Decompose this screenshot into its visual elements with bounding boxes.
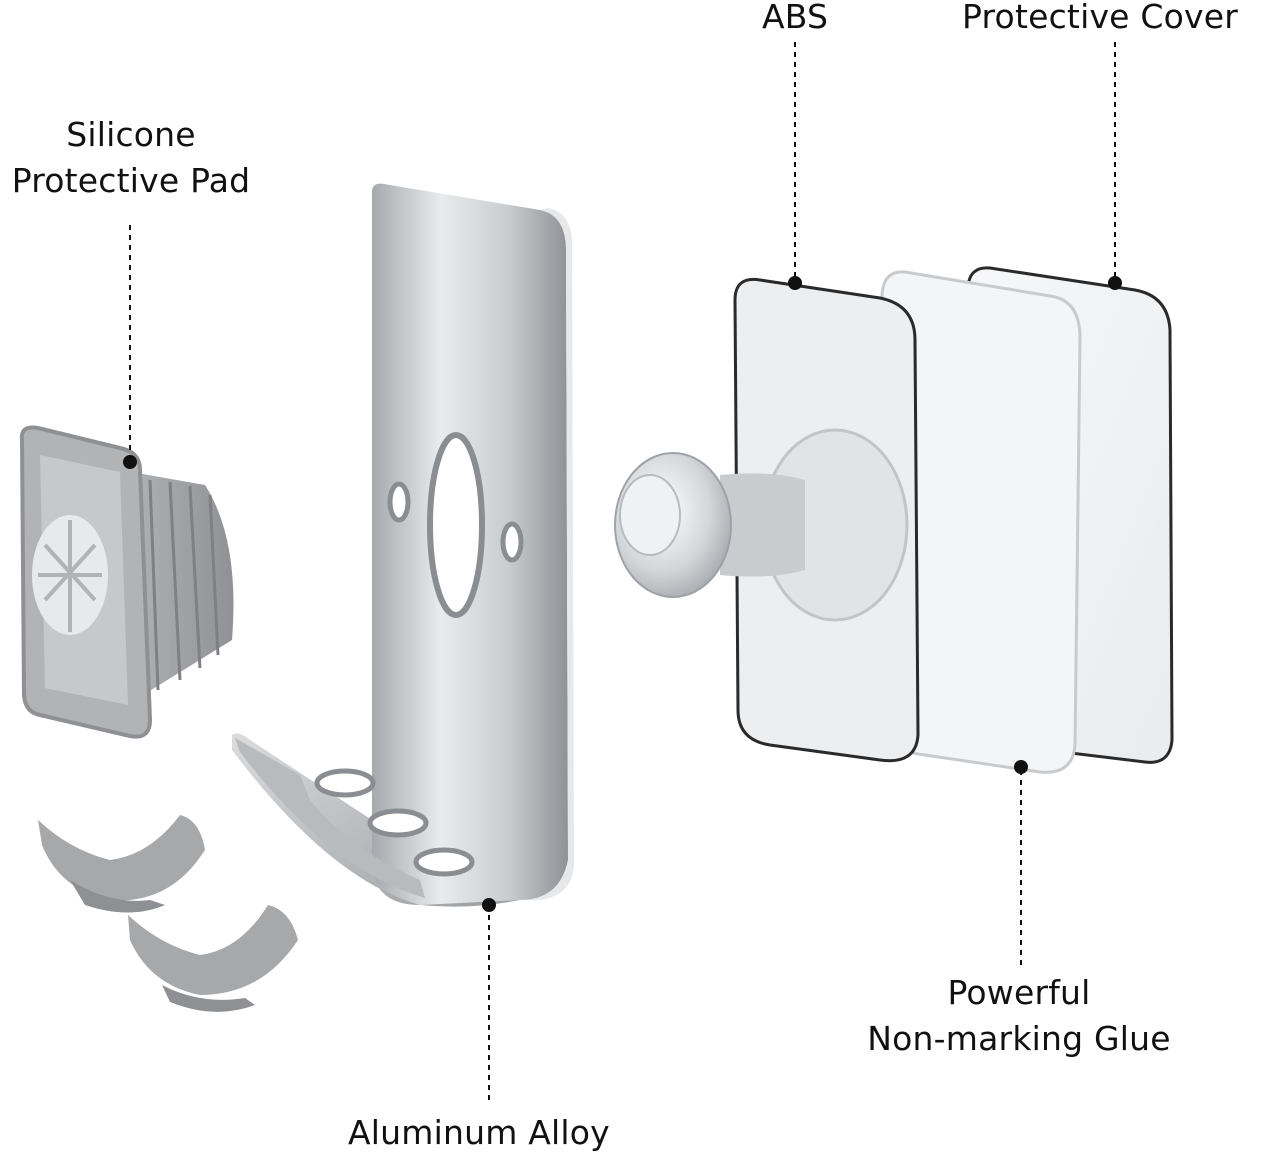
label-glue-line2: Non-marking Glue [867,1019,1171,1058]
label-silicone-line1: Silicone [66,115,196,154]
label-abs: ABS [762,0,829,36]
label-glue-line1: Powerful [947,973,1091,1012]
dot-glue [1014,760,1028,774]
silicone-pad-illustration [19,425,234,739]
label-glue: Powerful Non-marking Glue [846,970,1192,1062]
ball-mount-illustration [614,428,909,622]
dot-silicone [123,455,137,469]
label-silicone-pad: Silicone Protective Pad [0,112,262,204]
leaf-logo-icon [32,515,108,635]
aluminum-bracket-illustration [232,183,575,907]
dot-aluminum [482,898,496,912]
label-silicone-line2: Protective Pad [11,161,251,200]
label-protective-cover: Protective Cover [962,0,1238,36]
leader-lines [129,42,1116,1105]
leader-dots [123,276,1122,912]
silicone-clips-illustration [38,815,298,1012]
label-aluminum-alloy: Aluminum Alloy [348,1113,610,1152]
dot-cover [1108,276,1122,290]
dot-abs [788,276,802,290]
